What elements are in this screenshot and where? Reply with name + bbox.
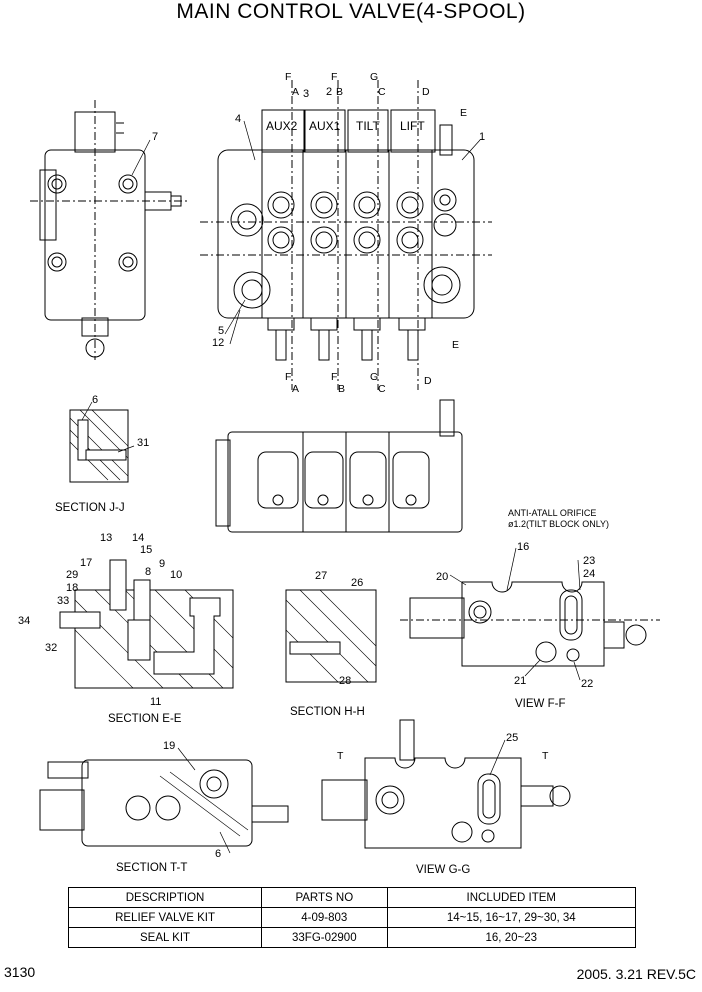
- part-20: 20: [436, 571, 448, 583]
- marker-t-right: T: [542, 750, 549, 762]
- marker-f2-bottom: F: [331, 371, 337, 383]
- section-tt-drawing: [39, 759, 289, 847]
- part-13: 13: [100, 532, 112, 544]
- marker-b-top: B: [336, 86, 343, 98]
- part-15: 15: [140, 544, 152, 556]
- part-19: 19: [163, 740, 175, 752]
- spool-label-aux1: AUX1: [309, 119, 341, 133]
- table-cell: SEAL KIT: [67, 927, 263, 948]
- part-5: 5: [218, 325, 224, 337]
- parts-table: DESCRIPTION PARTS NO INCLUDED ITEM RELIE…: [67, 887, 637, 948]
- caption-section-jj: SECTION J-J: [55, 502, 125, 514]
- part-1: 1: [479, 131, 485, 143]
- part-6-jj: 6: [92, 394, 98, 406]
- part-27: 27: [315, 570, 327, 582]
- leader-lines: [81, 120, 581, 854]
- note-anti-stall-line1: ANTI-ATALL ORIFICE: [508, 508, 596, 518]
- part-23: 23: [583, 555, 595, 567]
- view-gg-drawing: [321, 719, 571, 849]
- marker-e-top: E: [460, 107, 467, 119]
- part-29: 29: [66, 569, 78, 581]
- marker-t-left: T: [337, 750, 344, 762]
- part-6-tt: 6: [215, 848, 221, 860]
- section-jj-drawing: [69, 409, 129, 483]
- part-21: 21: [514, 675, 526, 687]
- marker-g-top: G: [370, 71, 378, 83]
- marker-a-bottom: A: [292, 383, 299, 395]
- caption-section-ee: SECTION E-E: [108, 713, 182, 725]
- part-7: 7: [152, 131, 158, 143]
- part-3: 3: [303, 88, 309, 100]
- spool-label-lift: LIFT: [400, 119, 425, 133]
- caption-view-ff: VIEW F-F: [515, 698, 565, 710]
- part-32: 32: [45, 642, 57, 654]
- caption-view-gg: VIEW G-G: [416, 864, 470, 876]
- table-header-cell: INCLUDED ITEM: [386, 887, 637, 908]
- front-view: [200, 80, 492, 390]
- part-4: 4: [235, 113, 241, 125]
- date-revision: 2005. 3.21 REV.5C: [576, 966, 696, 982]
- part-11: 11: [150, 696, 161, 708]
- caption-section-tt: SECTION T-T: [116, 862, 187, 874]
- part-22: 22: [581, 678, 593, 690]
- table-cell: RELIEF VALVE KIT: [67, 907, 263, 928]
- marker-f2-top: F: [331, 71, 337, 83]
- page-title: MAIN CONTROL VALVE(4-SPOOL): [176, 0, 526, 23]
- part-9: 9: [159, 558, 165, 570]
- table-cell: 16, 20~23: [386, 927, 637, 948]
- page-number: 3130: [4, 964, 36, 980]
- marker-f-bottom: F: [285, 371, 291, 383]
- part-2: 2: [326, 86, 332, 98]
- marker-g-bottom: G: [370, 371, 378, 383]
- part-24: 24: [583, 568, 595, 580]
- spool-label-tilt: TILT: [356, 119, 380, 133]
- marker-a-top: A: [292, 86, 299, 98]
- part-34: 34: [18, 615, 30, 627]
- marker-c-top: C: [378, 86, 386, 98]
- part-31: 31: [137, 437, 149, 449]
- table-header-row: DESCRIPTION PARTS NO INCLUDED ITEM: [67, 887, 637, 908]
- table-row: SEAL KIT 33FG-02900 16, 20~23: [67, 927, 637, 948]
- part-17: 17: [80, 557, 92, 569]
- table-header-cell: DESCRIPTION: [67, 887, 263, 908]
- section-hh-drawing: [285, 589, 377, 683]
- part-10: 10: [170, 569, 182, 581]
- side-view: [30, 100, 190, 360]
- table-cell: 14~15, 16~17, 29~30, 34: [386, 907, 637, 928]
- spool-label-aux2: AUX2: [266, 119, 298, 133]
- marker-e-bottom: E: [452, 339, 459, 351]
- caption-section-hh: SECTION H-H: [290, 706, 365, 718]
- part-12: 12: [212, 337, 224, 349]
- part-8: 8: [145, 566, 151, 578]
- part-14: 14: [132, 532, 144, 544]
- marker-d-bottom: D: [424, 375, 432, 387]
- marker-f-top: F: [285, 71, 291, 83]
- part-16: 16: [517, 541, 529, 553]
- marker-b-bottom: B: [338, 383, 345, 395]
- view-ff-drawing: [400, 581, 660, 667]
- note-anti-stall-line2: ø1.2(TILT BLOCK ONLY): [508, 519, 609, 529]
- table-cell: 33FG-02900: [261, 927, 388, 948]
- marker-c-bottom: C: [378, 383, 386, 395]
- marker-d-top: D: [422, 86, 430, 98]
- part-18: 18: [66, 582, 78, 594]
- part-33: 33: [57, 595, 69, 607]
- table-row: RELIEF VALVE KIT 4-09-803 14~15, 16~17, …: [67, 907, 637, 928]
- table-header-cell: PARTS NO: [261, 887, 388, 908]
- part-26: 26: [351, 577, 363, 589]
- part-28: 28: [339, 675, 351, 687]
- plan-view: [215, 399, 463, 533]
- table-cell: 4-09-803: [261, 907, 388, 928]
- section-ee-drawing: [59, 559, 234, 689]
- part-25: 25: [506, 732, 518, 744]
